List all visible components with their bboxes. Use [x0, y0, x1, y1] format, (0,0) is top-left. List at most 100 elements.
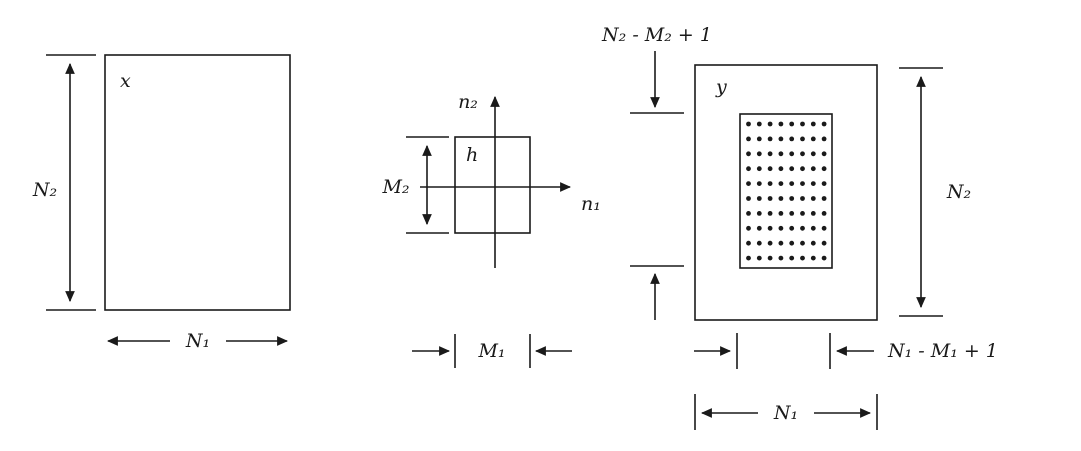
- grid-dot: [800, 225, 805, 231]
- grid-dot: [746, 166, 751, 172]
- grid-dot: [800, 196, 805, 201]
- dot-grid: [746, 121, 827, 261]
- grid-dot: [778, 136, 784, 142]
- grid-dot: [789, 211, 795, 216]
- grid-dot: [821, 225, 827, 231]
- grid-dot: [810, 151, 816, 157]
- grid-dot: [821, 255, 827, 261]
- grid-dot: [767, 166, 773, 172]
- grid-dot: [756, 181, 762, 187]
- valid-region-rect: [739, 113, 833, 269]
- grid-dot: [810, 121, 816, 127]
- grid-dot: [746, 255, 751, 261]
- grid-dot: [800, 136, 805, 142]
- grid-dot: [767, 196, 773, 201]
- grid-dot: [810, 196, 816, 201]
- grid-dot: [810, 181, 816, 187]
- top-annotation-label: N₂ - M₂ + 1: [601, 24, 712, 46]
- grid-dot: [800, 211, 805, 216]
- grid-dot: [767, 121, 773, 127]
- y-label: y: [715, 76, 727, 98]
- grid-dot: [746, 211, 751, 216]
- grid-dot: [746, 181, 751, 187]
- n1-axis-label: n₁: [581, 193, 601, 215]
- grid-dot: [789, 166, 795, 172]
- grid-dot: [789, 121, 795, 127]
- h-rect: [454, 136, 531, 234]
- grid-dot: [746, 121, 751, 127]
- n1-width-label: N₁: [185, 330, 210, 352]
- figure-filter-h: n₂ n₁ h M₂ M₁: [381, 91, 601, 368]
- grid-dot: [789, 255, 795, 261]
- grid-dot: [800, 240, 805, 246]
- h-label: h: [466, 144, 478, 166]
- grid-dot: [778, 225, 784, 231]
- grid-dot: [821, 240, 827, 246]
- grid-dot: [756, 166, 762, 172]
- m1-width-label: M₁: [477, 340, 505, 362]
- grid-dot: [789, 240, 795, 246]
- grid-dot: [810, 136, 816, 142]
- figure-input-x: x N₂ N₁: [32, 54, 291, 352]
- grid-dot: [756, 211, 762, 216]
- grid-dot: [800, 255, 805, 261]
- grid-dot: [821, 181, 827, 187]
- grid-dot: [778, 211, 784, 216]
- grid-dot: [756, 240, 762, 246]
- grid-dot: [810, 211, 816, 216]
- grid-dot: [778, 151, 784, 157]
- grid-dot: [810, 240, 816, 246]
- grid-dot: [821, 151, 827, 157]
- y-rect: [694, 64, 878, 321]
- grid-dot: [767, 255, 773, 261]
- grid-dot: [778, 166, 784, 172]
- grid-dot: [767, 225, 773, 231]
- grid-dot: [746, 196, 751, 201]
- grid-dot: [778, 240, 784, 246]
- grid-dot: [789, 151, 795, 157]
- grid-dot: [778, 181, 784, 187]
- grid-dot: [746, 136, 751, 142]
- grid-dot: [800, 166, 805, 172]
- m2-height-label: M₂: [381, 176, 409, 198]
- grid-dot: [746, 240, 751, 246]
- grid-dot: [778, 196, 784, 201]
- grid-dot: [778, 121, 784, 127]
- n2-axis-label: n₂: [458, 91, 478, 113]
- grid-dot: [756, 255, 762, 261]
- grid-dot: [789, 225, 795, 231]
- grid-dot: [767, 211, 773, 216]
- grid-dot: [789, 196, 795, 201]
- grid-dot: [756, 151, 762, 157]
- grid-dot: [800, 151, 805, 157]
- x-label: x: [120, 70, 131, 92]
- grid-dot: [810, 225, 816, 231]
- grid-dot: [756, 196, 762, 201]
- grid-dot: [821, 211, 827, 216]
- grid-dot: [810, 166, 816, 172]
- figure-output-y: y N₂ - M₂ + 1 N₂ N₁ - M₁ + 1 N₁: [601, 24, 998, 430]
- grid-dot: [767, 240, 773, 246]
- n2-height-label: N₂: [32, 179, 57, 201]
- grid-dot: [778, 255, 784, 261]
- grid-dot: [756, 121, 762, 127]
- grid-dot: [821, 136, 827, 142]
- grid-dot: [821, 196, 827, 201]
- n1-out-width-label: N₁: [773, 402, 798, 424]
- grid-dot: [810, 255, 816, 261]
- x-rect: [104, 54, 291, 311]
- grid-dot: [789, 181, 795, 187]
- grid-dot: [756, 136, 762, 142]
- grid-dot: [800, 181, 805, 187]
- grid-dot: [821, 166, 827, 172]
- grid-dot: [800, 121, 805, 127]
- grid-dot: [746, 225, 751, 231]
- valid-width-label: N₁ - M₁ + 1: [887, 340, 998, 362]
- grid-dot: [789, 136, 795, 142]
- grid-dot: [767, 181, 773, 187]
- grid-dot: [821, 121, 827, 127]
- grid-dot: [767, 151, 773, 157]
- n2-out-height-label: N₂: [946, 181, 971, 203]
- grid-dot: [767, 136, 773, 142]
